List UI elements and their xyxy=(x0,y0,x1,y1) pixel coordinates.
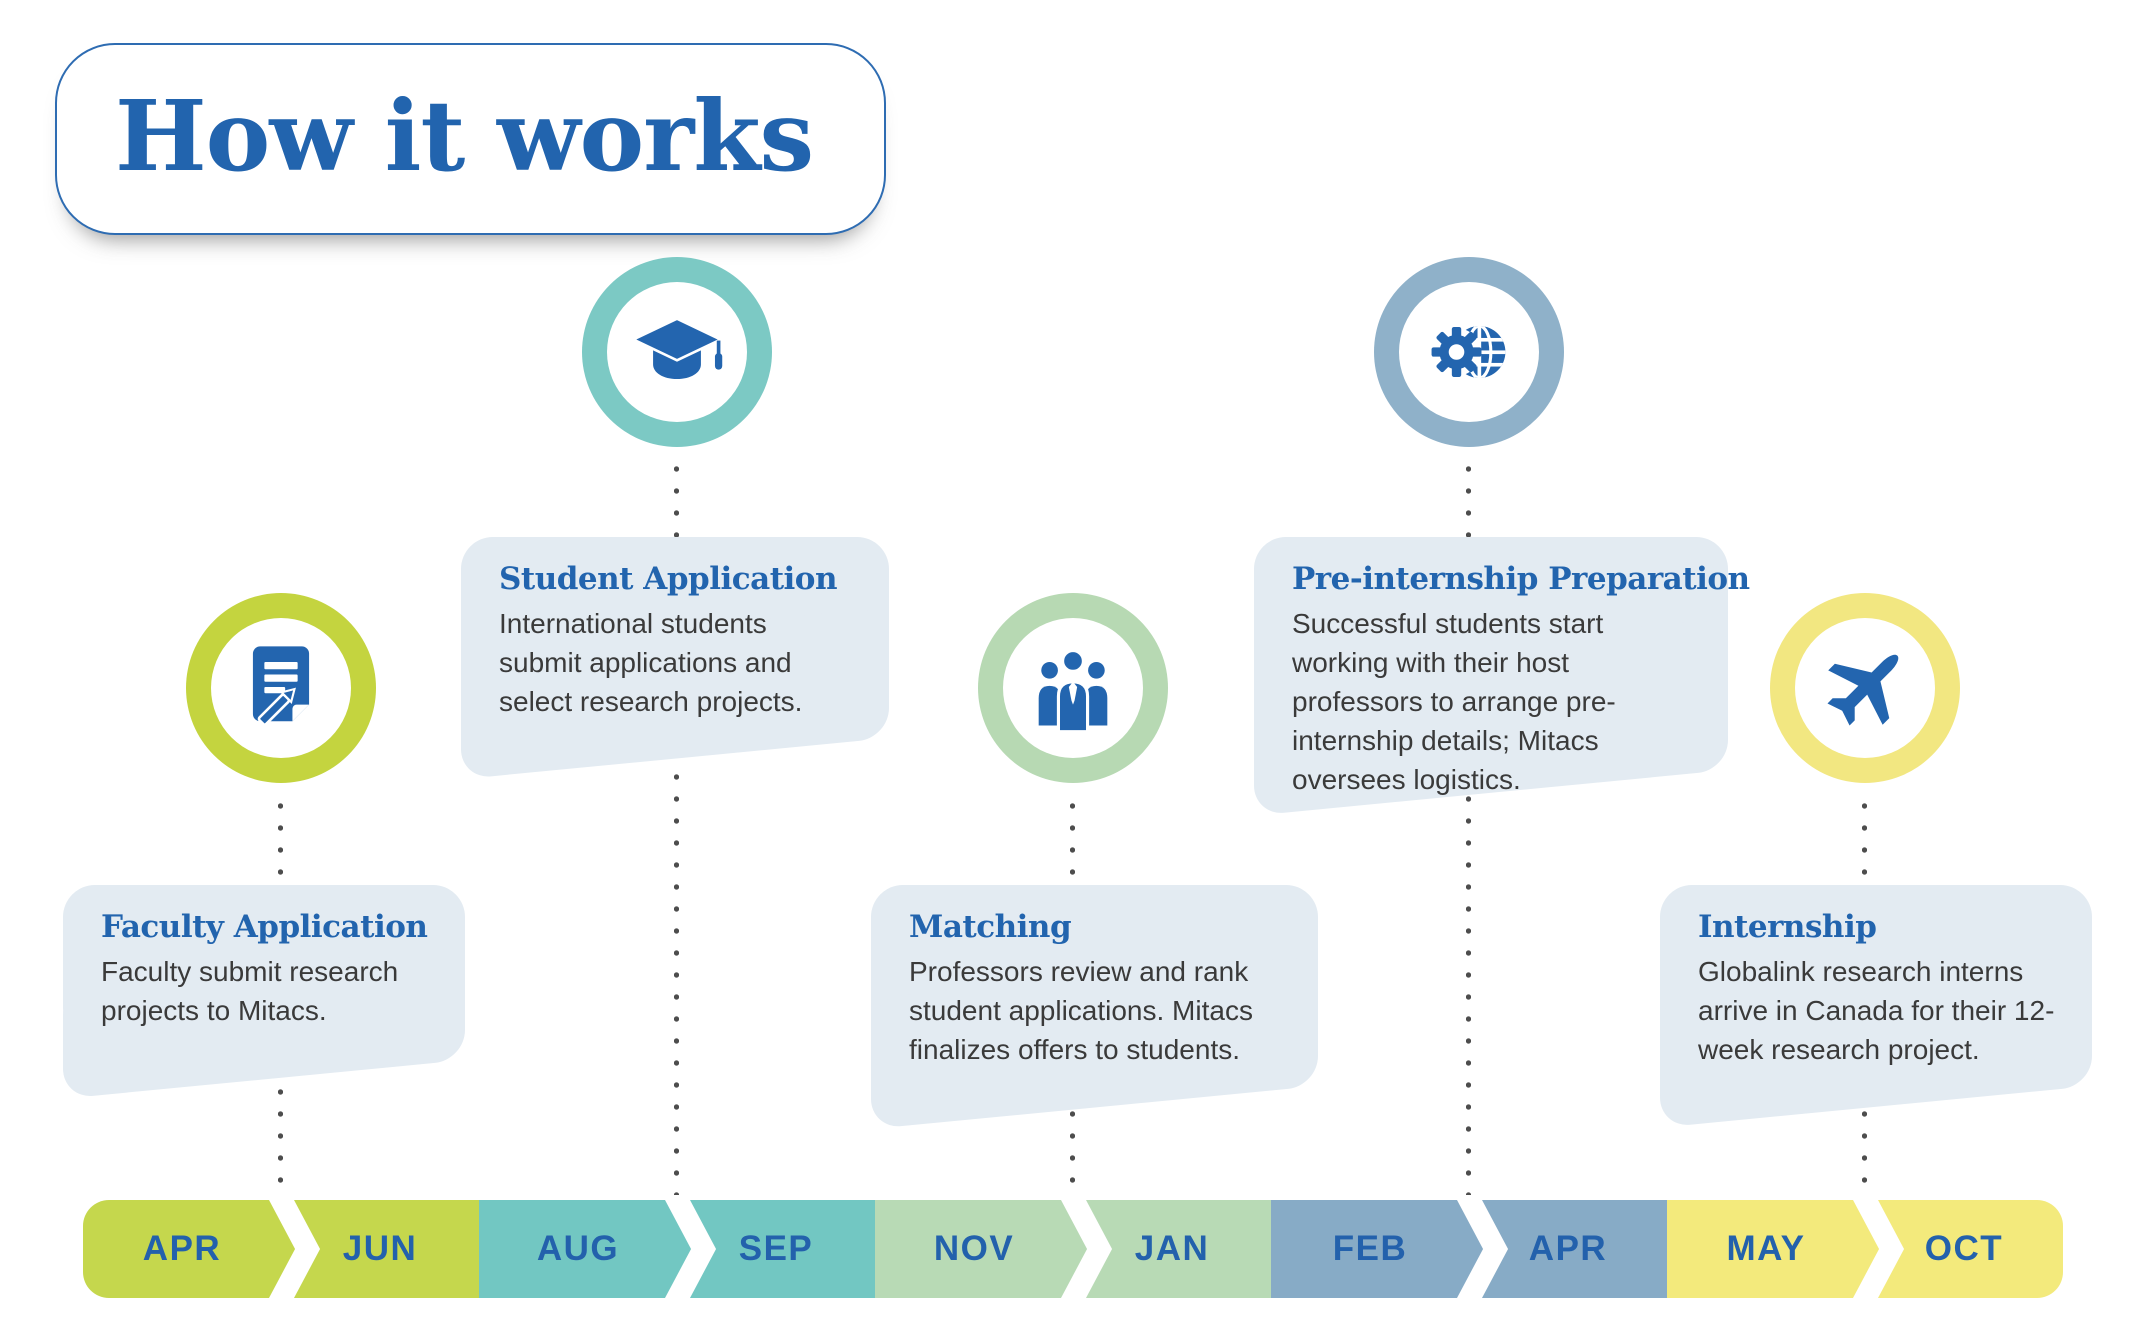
month-label: APR xyxy=(142,1229,222,1268)
step-circle-inner xyxy=(211,618,351,758)
gear-globe-icon xyxy=(1431,326,1506,378)
step-circle-faculty-application xyxy=(186,593,376,783)
bubble-description: Successful students start working with t… xyxy=(1292,608,1616,795)
step-circle-inner xyxy=(1795,618,1935,758)
month-label: APR xyxy=(1528,1229,1608,1268)
airplane-icon xyxy=(1827,654,1899,726)
step-circle-pre-internship-preparation xyxy=(1374,257,1564,447)
step-bubble-matching: Matching Professors review and rank stud… xyxy=(871,885,1318,1090)
bubble-title: Faculty Application xyxy=(101,909,428,945)
month-segment: MAY xyxy=(1667,1200,1865,1298)
graduation-cap-icon xyxy=(632,317,723,380)
month-label: NOV xyxy=(933,1229,1015,1268)
step-circle-student-application xyxy=(582,257,772,447)
connector-dotted-line xyxy=(674,458,679,1195)
bubble-description: International students submit applicatio… xyxy=(499,608,803,717)
month-label: AUG xyxy=(536,1229,620,1268)
chevron-separator-icon xyxy=(1053,1200,1113,1298)
month-segment: AUG xyxy=(479,1200,677,1298)
month-segment: FEB xyxy=(1271,1200,1469,1298)
month-label: SEP xyxy=(738,1229,814,1268)
people-icon xyxy=(1038,649,1108,734)
month-label: MAY xyxy=(1726,1229,1806,1268)
step-bubble-student-application: Student Application International studen… xyxy=(461,537,889,742)
chevron-separator-icon xyxy=(1845,1200,1905,1298)
chevron-separator-icon xyxy=(1449,1200,1509,1298)
step-circle-inner xyxy=(1399,282,1539,422)
month-segment: APR xyxy=(83,1200,281,1298)
month-segment: NOV xyxy=(875,1200,1073,1298)
month-label: JUN xyxy=(342,1229,418,1268)
bubble-title: Matching xyxy=(909,909,1072,945)
chevron-separator-icon xyxy=(657,1200,717,1298)
bubble-title: Pre-internship Preparation xyxy=(1292,561,1750,597)
month-label: OCT xyxy=(1924,1229,2004,1268)
step-bubble-pre-internship-preparation: Pre-internship Preparation Successful st… xyxy=(1254,537,1750,795)
step-circle-internship xyxy=(1770,593,1960,783)
month-label: JAN xyxy=(1134,1229,1210,1268)
step-bubble-internship: Internship Globalink research interns ar… xyxy=(1660,885,2092,1090)
step-circle-matching xyxy=(978,593,1168,783)
title-box: How it works xyxy=(55,43,886,235)
connector-dotted-line xyxy=(1466,458,1471,1195)
bubble-description: Faculty submit research projects to Mita… xyxy=(101,956,399,1026)
month-label: FEB xyxy=(1332,1229,1408,1268)
document-pen-icon xyxy=(252,646,310,726)
chevron-separator-icon xyxy=(261,1200,321,1298)
bubble-description: Globalink research interns arrive in Can… xyxy=(1698,956,2055,1065)
step-circle-inner xyxy=(1003,618,1143,758)
step-bubble-faculty-application: Faculty Application Faculty submit resea… xyxy=(63,885,465,1063)
bubble-title: Internship xyxy=(1698,909,1877,945)
timeline-bar: APR JUN AUG SEP NOV JAN FEB APR MAY OCT xyxy=(83,1200,2063,1298)
bubble-description: Professors review and rank student appli… xyxy=(909,956,1253,1065)
page-title: How it works xyxy=(115,79,814,193)
bubble-title: Student Application xyxy=(499,561,838,597)
step-circle-inner xyxy=(607,282,747,422)
